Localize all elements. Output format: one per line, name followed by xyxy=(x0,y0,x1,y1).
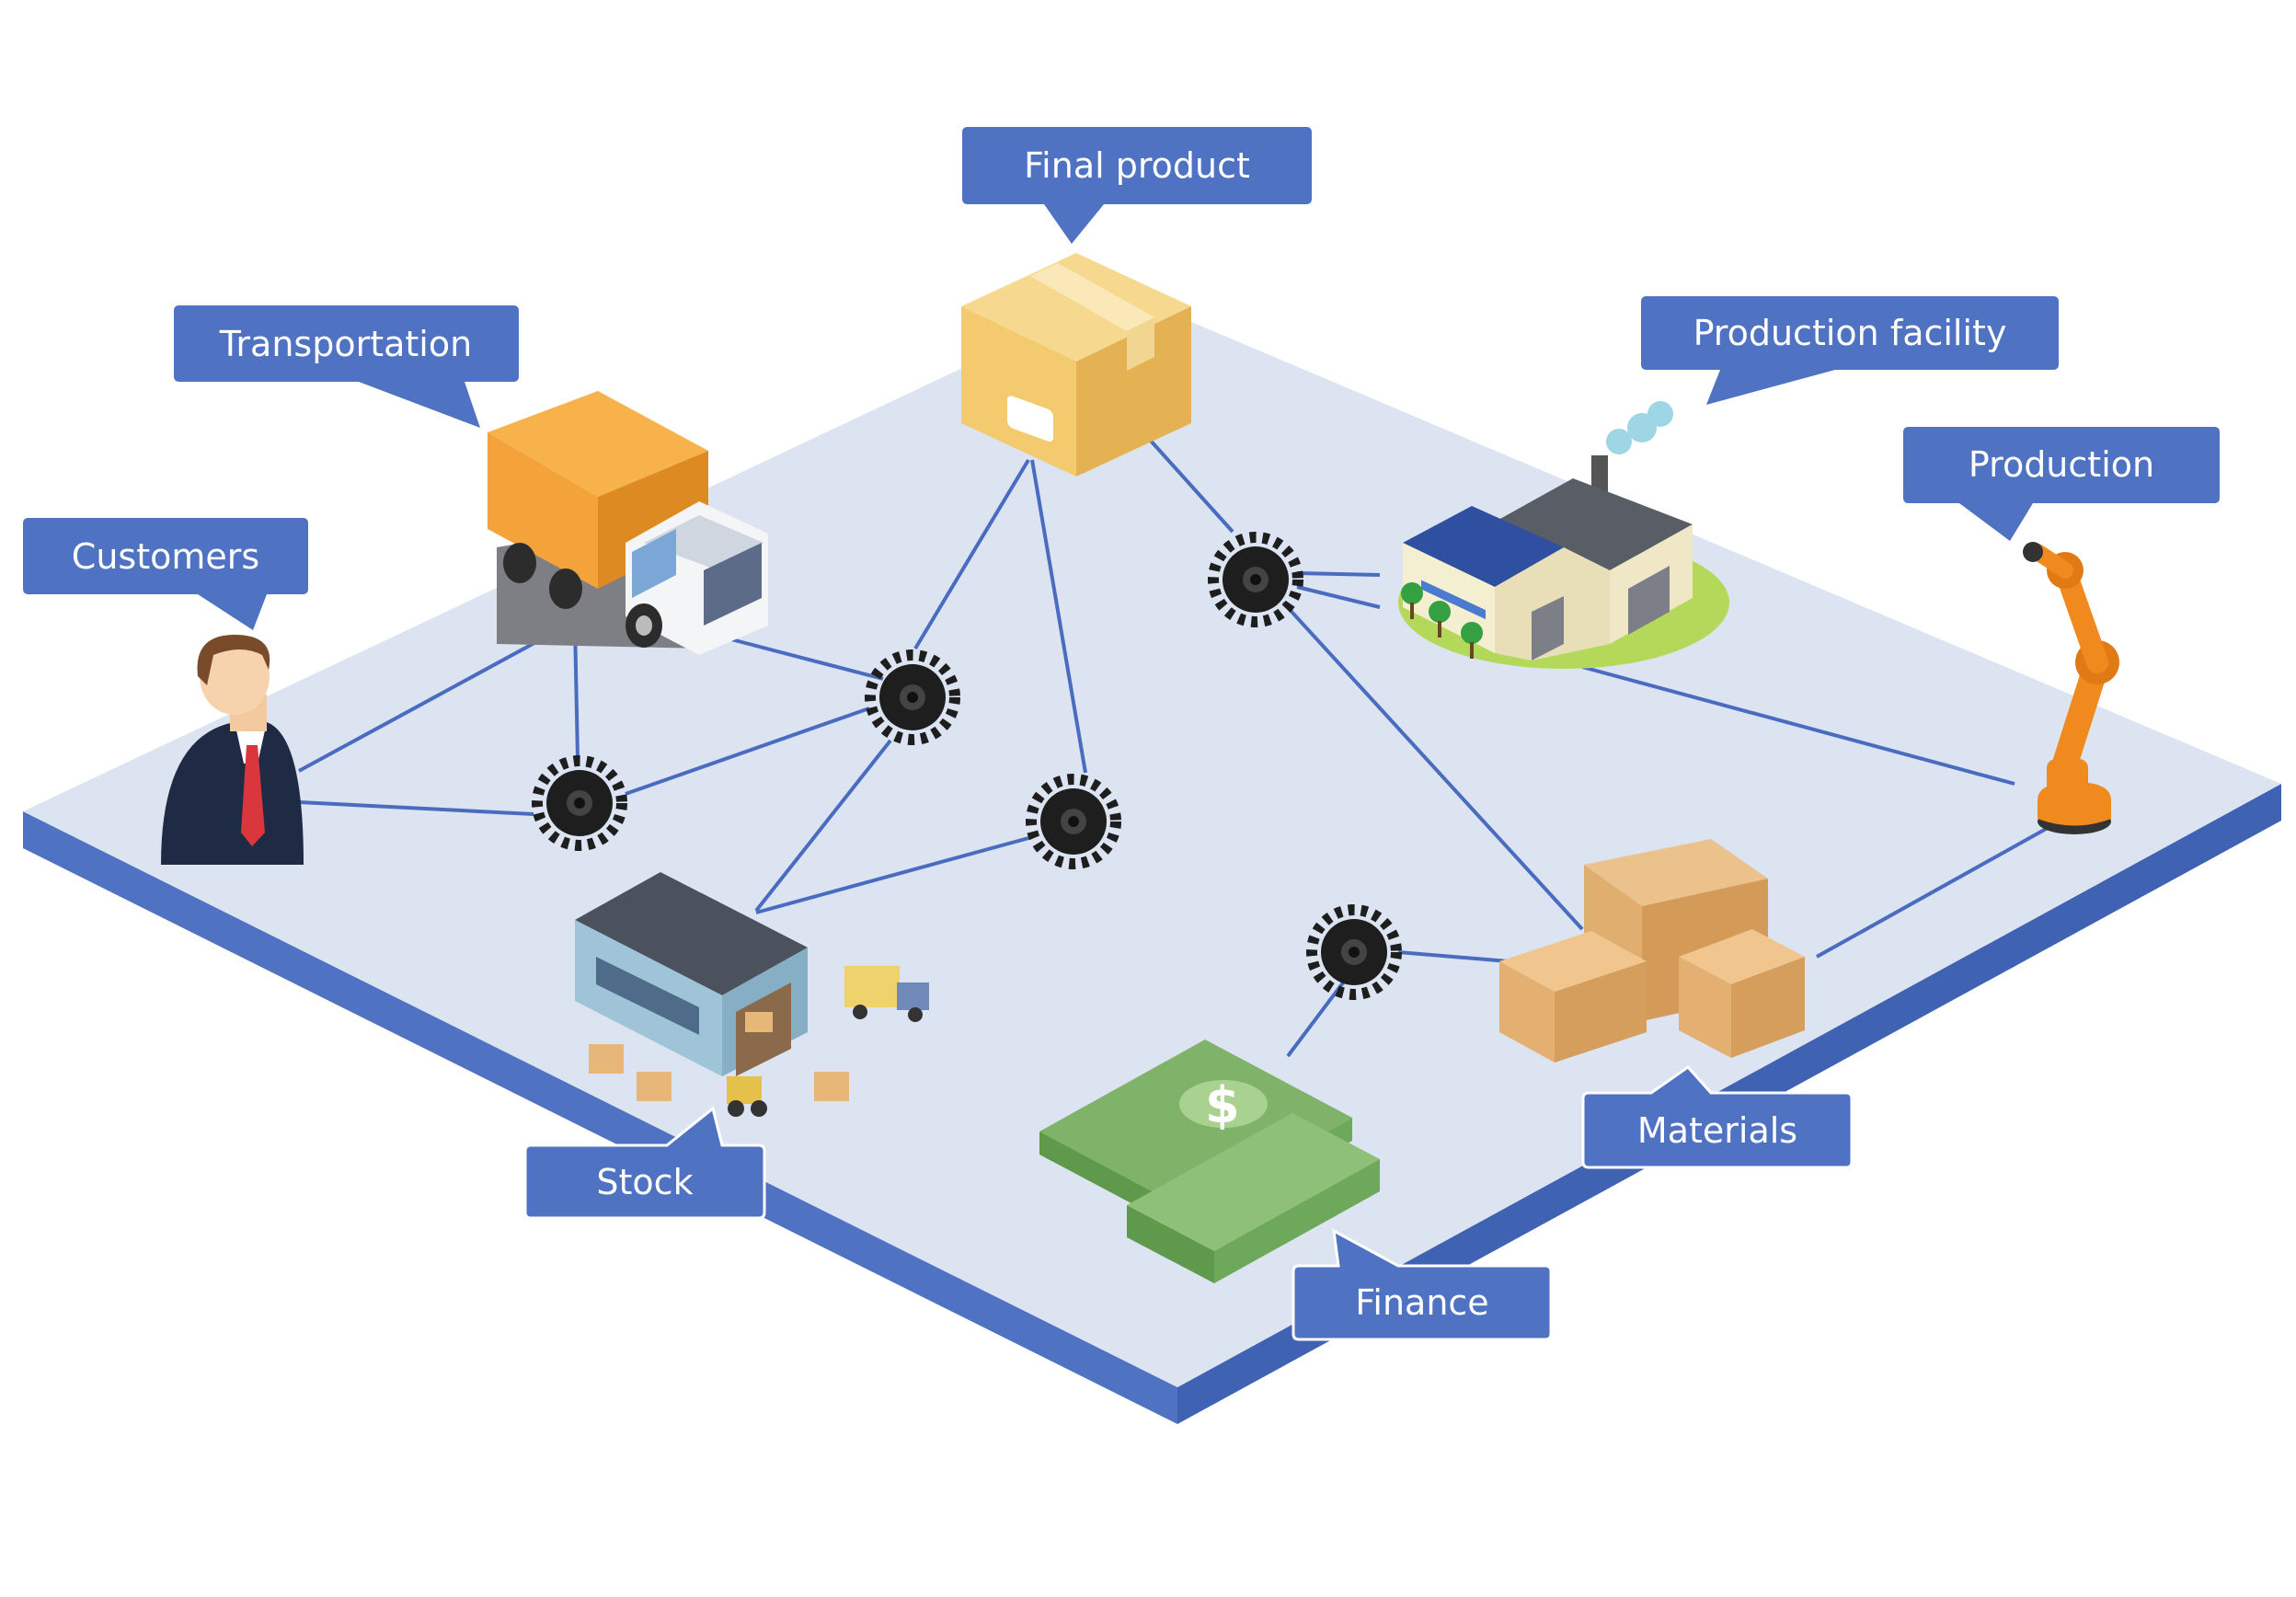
callout-production-facility: Production facility xyxy=(1641,296,2059,405)
delivery-truck-icon xyxy=(488,391,768,655)
cardboard-box-icon xyxy=(961,253,1191,477)
customer-person-icon xyxy=(161,635,304,865)
callout-production: Production xyxy=(1903,427,2220,541)
warehouse-icon xyxy=(575,872,929,1117)
callout-stock: Stock xyxy=(523,1106,766,1220)
label-final-product: Final product xyxy=(1024,145,1250,186)
callout-transportation: Transportation xyxy=(174,305,519,428)
callout-finance: Finance xyxy=(1292,1228,1553,1341)
label-transportation: Transportation xyxy=(219,324,472,364)
callout-final-product: Final product xyxy=(962,127,1312,244)
factory-icon xyxy=(1398,401,1729,669)
robot-arm-icon xyxy=(2023,542,2119,834)
callout-materials: Materials xyxy=(1581,1065,1854,1169)
connectors xyxy=(298,438,2057,1058)
label-production-facility: Production facility xyxy=(1693,313,2007,353)
label-stock: Stock xyxy=(596,1162,693,1202)
money-stack-icon: $ xyxy=(1039,1040,1380,1283)
callout-customers: Customers xyxy=(23,518,308,630)
label-production: Production xyxy=(1969,444,2154,485)
label-customers: Customers xyxy=(72,536,259,577)
dollar-sign-icon: $ xyxy=(1205,1076,1240,1134)
label-materials: Materials xyxy=(1637,1110,1797,1151)
material-boxes-icon xyxy=(1499,839,1805,1063)
label-finance: Finance xyxy=(1355,1282,1488,1323)
platform-edge xyxy=(23,811,1177,1424)
